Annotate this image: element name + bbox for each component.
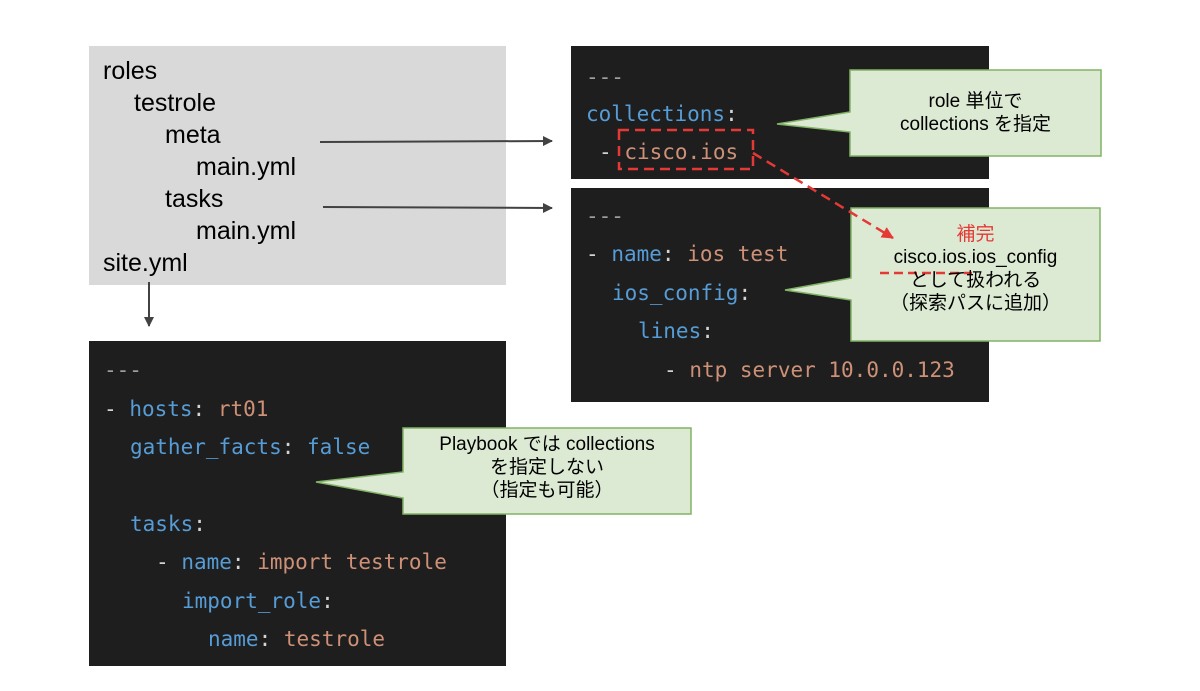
name-value: ios test: [687, 242, 789, 266]
gather-facts-key: gather_facts: [130, 435, 282, 459]
role-name-value: testrole: [283, 627, 386, 651]
name-key: name: [611, 242, 662, 266]
task-name-key: name: [181, 550, 232, 574]
tree-item-roles: roles: [103, 57, 158, 85]
callout-role-collections-text: role 単位で collections を指定: [850, 90, 1101, 136]
colon: :: [321, 589, 334, 613]
callout-playbook-line-1: Playbook では collections: [439, 434, 655, 455]
completion-line-2: として扱われる: [909, 270, 1042, 291]
site-tasks-line: tasks:: [130, 511, 206, 537]
task-name-value: import testrole: [257, 550, 447, 574]
site-doc-start: ---: [104, 358, 142, 382]
callout-playbook-text: Playbook では collections を指定しない （指定も可能）: [403, 433, 691, 502]
callout-playbook-line-3: （指定も可能）: [480, 480, 614, 501]
site-task-name-line: - name: import testrole: [156, 549, 447, 575]
site-yml-code: --- - hosts: rt01 gather_facts: false ta…: [89, 341, 506, 666]
list-dash: -: [156, 550, 169, 574]
tasks-doc-start: ---: [586, 204, 624, 228]
list-dash: -: [586, 242, 599, 266]
meta-collection-item-line: - cisco.ios: [599, 139, 738, 165]
colon: :: [258, 627, 272, 651]
collections-key: collections: [586, 102, 726, 126]
tree-item-meta: meta: [165, 121, 221, 149]
list-dash: -: [104, 397, 117, 421]
tasks-name-line: - name: ios test: [586, 241, 788, 267]
completion-fqcn: cisco.ios.ios_config: [893, 247, 1058, 268]
site-role-name-line: name: testrole: [208, 626, 385, 652]
module-key: ios_config: [612, 281, 739, 305]
arrow-meta-to-code: [319, 136, 553, 147]
ntp-value: ntp server 10.0.0.123: [689, 358, 955, 382]
meta-collections-line: collections:: [586, 101, 738, 127]
callout-completion: [784, 207, 1101, 342]
tasks-key: tasks: [130, 512, 194, 536]
callout-playbook-line-2: を指定しない: [489, 457, 604, 478]
list-dash: -: [599, 140, 612, 164]
colon: :: [192, 397, 206, 421]
colon: :: [281, 435, 295, 459]
site-gather-line: gather_facts: false: [130, 434, 370, 460]
role-name-key: name: [208, 627, 259, 651]
callout-completion-text: 補完 cisco.ios.ios_config として扱われる （探索パスに追加…: [851, 223, 1100, 315]
arrow-tasks-to-code: [322, 202, 553, 213]
colon: :: [701, 319, 714, 343]
tasks-module-line: ios_config:: [612, 280, 751, 306]
callout-playbook: [315, 427, 692, 515]
collection-value: cisco.ios: [624, 140, 739, 164]
colon: :: [231, 550, 245, 574]
site-import-role-line: import_role:: [182, 588, 334, 614]
site-hosts-line: - hosts: rt01: [104, 396, 268, 422]
list-dash: -: [664, 358, 677, 382]
collection-highlight-box: [617, 128, 755, 171]
meta-doc-start: ---: [586, 65, 624, 89]
tree-item-tasks-main-yml: main.yml: [196, 217, 297, 245]
tree-item-meta-main-yml: main.yml: [196, 153, 297, 181]
completion-line-3: （探索パスに追加）: [889, 293, 1061, 314]
callout-role-line-2: collections を指定: [900, 114, 1051, 135]
file-tree: roles testrole meta main.yml tasks main.…: [89, 46, 506, 285]
hosts-value: rt01: [217, 397, 269, 421]
hosts-key: hosts: [129, 397, 193, 421]
arrow-completion: [752, 151, 894, 240]
import-role-key: import_role: [182, 589, 322, 613]
tasks-ntp-line: - ntp server 10.0.0.123: [664, 357, 955, 383]
colon: :: [738, 281, 752, 305]
tasks-lines-line: lines:: [638, 318, 714, 344]
callout-role-collections: [776, 69, 1102, 157]
colon: :: [661, 242, 675, 266]
tree-item-testrole: testrole: [134, 89, 216, 117]
colon: :: [725, 102, 738, 126]
tree-item-site-yml: site.yml: [103, 249, 188, 277]
tree-item-tasks: tasks: [165, 185, 224, 213]
lines-key: lines: [638, 319, 702, 343]
gather-facts-value: false: [307, 435, 371, 459]
callout-role-line-1: role 単位で: [928, 91, 1023, 112]
completion-title: 補完: [956, 224, 995, 245]
colon: :: [193, 512, 206, 536]
